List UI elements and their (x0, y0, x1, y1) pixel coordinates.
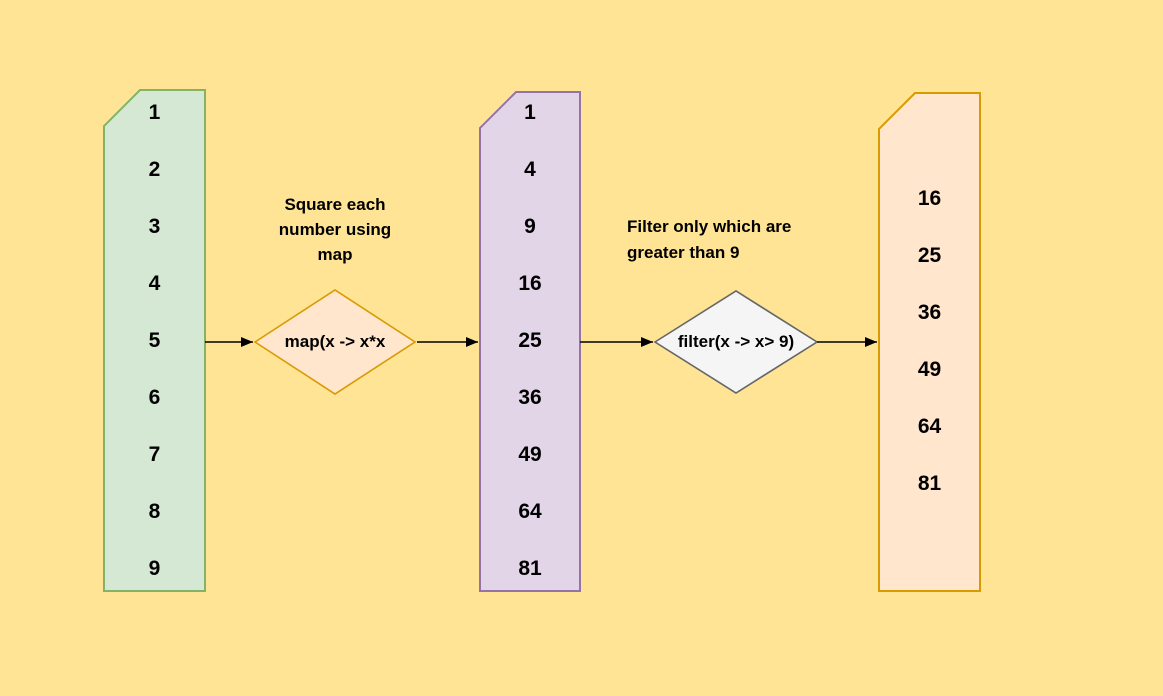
filter-step-shape (653, 290, 819, 394)
input-list-shape (103, 89, 206, 592)
filtered-list-shape (878, 92, 981, 592)
squared-list-shape (479, 91, 581, 592)
map-step-shape (253, 289, 417, 395)
